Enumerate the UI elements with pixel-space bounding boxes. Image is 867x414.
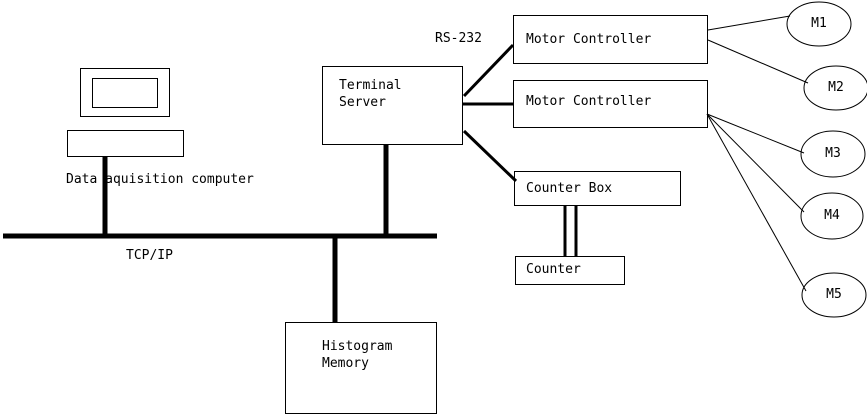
motor-controller-1-box xyxy=(513,15,708,64)
motor-label-m5: M5 xyxy=(826,287,842,302)
rs232-label: RS-232 xyxy=(435,31,482,46)
counter-label: Counter xyxy=(526,262,581,277)
motor-ellipse-m2 xyxy=(803,65,867,111)
terminal-server-to-motor-controller-1-line xyxy=(462,43,515,98)
data-acquisition-computer-label: Data aquisition computer xyxy=(66,172,254,187)
counter-box-label: Counter Box xyxy=(526,181,613,196)
motor-controller-2-to-m4-line xyxy=(706,113,805,213)
tcpip-label: TCP/IP xyxy=(126,248,173,263)
motor-controller-2-label: Motor Controller xyxy=(526,94,652,109)
terminal-server-label-line2: Server xyxy=(339,95,386,110)
counter-box xyxy=(515,256,625,285)
motor-controller-2-to-m5-line xyxy=(706,113,807,292)
histogram-memory-label-line1: Histogram xyxy=(322,339,393,354)
computer-base-box xyxy=(67,130,184,157)
motor-ellipse-m3 xyxy=(800,130,866,178)
motor-controller-1-label: Motor Controller xyxy=(526,32,652,47)
motor-controller-1-to-m1-line xyxy=(707,15,791,31)
motor-controller-2-box xyxy=(513,80,708,128)
terminal-server-label-line1: Terminal xyxy=(339,78,402,93)
terminal-server-box xyxy=(322,66,463,145)
counter-box-box xyxy=(514,171,681,206)
motor-controller-1-to-m2-line xyxy=(707,39,809,84)
motor-label-m3: M3 xyxy=(825,146,841,161)
histogram-memory-label-line2: Memory xyxy=(322,356,369,371)
terminal-server-to-counter-box-line xyxy=(462,129,518,183)
motor-label-m1: M1 xyxy=(811,16,827,31)
motor-controller-2-to-m3-line xyxy=(706,113,805,154)
monitor-outer-box xyxy=(80,68,170,117)
motor-ellipse-m4 xyxy=(800,192,864,240)
monitor-screen-box xyxy=(92,78,158,108)
motor-label-m2: M2 xyxy=(828,80,844,95)
motor-label-m4: M4 xyxy=(824,208,840,223)
motor-ellipse-m5 xyxy=(801,272,867,318)
motor-ellipse-m1 xyxy=(786,1,852,47)
